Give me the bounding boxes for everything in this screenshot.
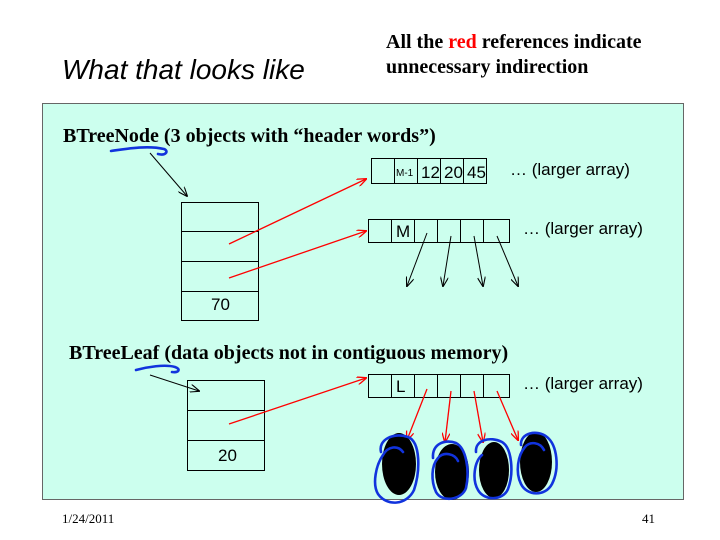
node-value: 70 bbox=[211, 295, 230, 314]
leaf-array-first-cell-text: L bbox=[396, 377, 406, 396]
child-pointer-arrow bbox=[473, 235, 483, 286]
child-array-label: … (larger array) bbox=[523, 219, 643, 238]
leaf-pointer-arrow bbox=[149, 374, 199, 391]
key-cell-text: 12 bbox=[421, 163, 440, 182]
key-array-cell bbox=[463, 158, 487, 184]
diagram-panel bbox=[42, 103, 684, 500]
btree-leaf-name: BTreeLeaf bbox=[69, 342, 160, 364]
ink-circle bbox=[473, 438, 513, 500]
ink-underline-btreeleaf bbox=[134, 364, 180, 374]
key-array-label: … (larger array) bbox=[510, 160, 630, 179]
note-suffix: references indicate unnecessary indirect… bbox=[386, 31, 642, 78]
key-cell-text: 45 bbox=[467, 163, 486, 182]
data-object-blob bbox=[520, 432, 552, 492]
leaf-value-cell bbox=[187, 440, 265, 471]
btree-node-name: BTreeNode bbox=[63, 125, 159, 147]
leaf-value: 20 bbox=[218, 446, 237, 465]
child-pointer-arrow bbox=[407, 232, 428, 286]
slide-date: 1/24/2011 bbox=[62, 511, 115, 526]
leaf-array-label: … (larger array) bbox=[523, 374, 643, 393]
node-value-cell bbox=[181, 291, 259, 321]
child-pointer-arrow bbox=[496, 235, 518, 286]
child-pointer-arrow bbox=[443, 235, 452, 286]
blue-ink-circles bbox=[373, 431, 558, 504]
node-pointer-arrow bbox=[149, 152, 187, 196]
red-reference-arrow bbox=[496, 390, 518, 440]
indirection-note: All the red references indicate unnecess… bbox=[386, 30, 716, 80]
child-array-cell bbox=[483, 219, 510, 243]
btree-leaf-desc: (data objects not in contiguous memory) bbox=[159, 342, 509, 364]
red-reference-arrow bbox=[445, 390, 452, 442]
ink-underline-btreenode bbox=[109, 146, 168, 156]
data-object-blob bbox=[479, 442, 509, 498]
key-cell-text: 20 bbox=[444, 163, 463, 182]
ink-circle bbox=[373, 434, 420, 504]
child-array-first-cell-text: M bbox=[396, 222, 411, 241]
ink-circle bbox=[431, 440, 469, 501]
data-object-blob bbox=[435, 444, 469, 500]
red-reference-arrow bbox=[228, 179, 366, 245]
btree-node-desc: (3 objects with “header words”) bbox=[158, 125, 436, 147]
red-reference-arrow bbox=[228, 231, 366, 279]
red-reference-arrow bbox=[407, 388, 428, 440]
note-red-word: red bbox=[448, 31, 477, 53]
red-reference-arrow bbox=[228, 378, 366, 425]
key-cell-text: M-1 bbox=[396, 168, 414, 179]
red-reference-arrow bbox=[473, 390, 483, 442]
data-object-blob bbox=[382, 433, 416, 495]
slide-page-number: 41 bbox=[642, 511, 655, 526]
btree-leaf-heading: BTreeLeaf (data objects not in contiguou… bbox=[69, 342, 508, 365]
ink-circle bbox=[516, 431, 558, 495]
slide-title: What that looks like bbox=[62, 54, 305, 85]
note-prefix: All the bbox=[386, 31, 449, 53]
btree-node-heading: BTreeNode (3 objects with “header words”… bbox=[63, 125, 436, 148]
leaf-array-cell bbox=[483, 374, 510, 398]
